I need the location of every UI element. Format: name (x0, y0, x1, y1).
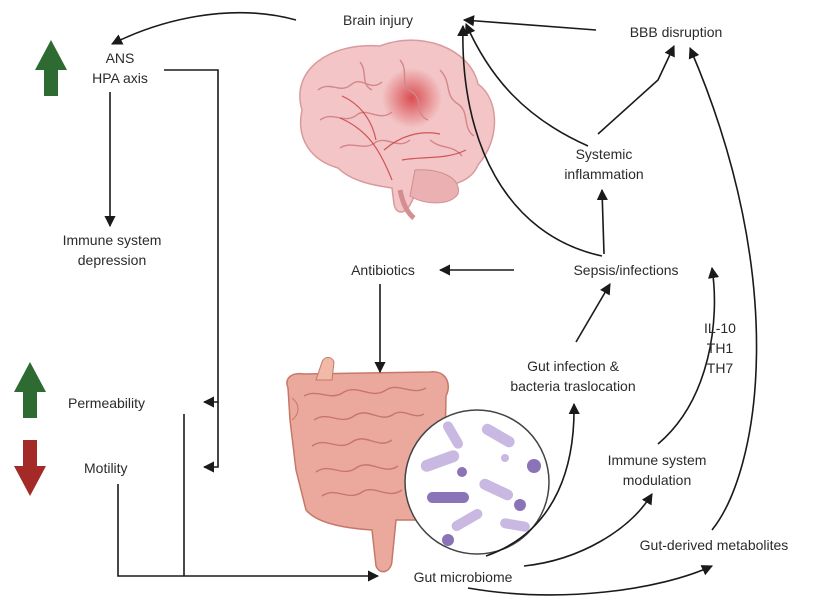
arrow-inflammation-to-bbb (597, 44, 675, 135)
arrow-gut-infection-to-sepsis (575, 283, 611, 343)
bbb-disruption-label: BBB disruption (629, 24, 723, 40)
immune-depression-label: Immune system depression (48, 230, 176, 270)
ans-hpa-label: ANS HPA axis (80, 48, 160, 88)
microbiome-magnifier-illustration (404, 409, 550, 555)
arrow-sepsis-to-brain (457, 24, 603, 257)
permeability-increase-arrow-icon (14, 362, 46, 418)
brain-illustration (299, 39, 496, 220)
th7-label: TH7 (706, 360, 734, 376)
arrow-motility-to-microbiome (117, 484, 380, 582)
arrow-brain-to-ans (110, 11, 297, 45)
systemic-inflammation-label: Systemic inflammation (548, 144, 660, 184)
il10-label: IL-10 (704, 320, 736, 336)
arrow-sepsis-to-inflammation (596, 188, 608, 255)
sepsis-infections-label: Sepsis/infections (573, 262, 679, 278)
ans-increase-arrow-icon (35, 40, 67, 96)
th1-label: TH1 (706, 340, 734, 356)
gut-infection-line-2: bacteria traslocation (510, 378, 636, 394)
arrow-hpa-to-motility (202, 402, 219, 473)
immune-modulation-line-2: modulation (622, 472, 692, 488)
systemic-inflammation-line-2: inflammation (564, 166, 644, 182)
immune-modulation-line-1: Immune system (607, 452, 707, 468)
arrow-inflammation-to-brain (464, 22, 589, 147)
gut-infection-label: Gut infection & bacteria traslocation (494, 356, 652, 396)
arrow-hpa-to-permeability (164, 69, 219, 408)
motility-label: Motility (84, 460, 128, 476)
immune-modulation-label: Immune system modulation (592, 450, 722, 490)
arrow-bbb-to-brain (462, 15, 597, 31)
immune-depression-line-1: Immune system (62, 232, 162, 248)
arrow-microbiome-to-metabolites (467, 565, 714, 596)
arrow-immune-modulation-to-sepsis (657, 266, 720, 445)
arrow-metabolites-to-bbb (688, 46, 758, 531)
motility-decrease-arrow-icon (14, 440, 46, 496)
permeability-label: Permeability (68, 395, 146, 411)
arrow-microbiome-to-gut-infection (485, 402, 580, 557)
gut-metabolites-label: Gut-derived metabolites (639, 537, 789, 553)
hpa-axis-label: HPA axis (92, 70, 148, 86)
ans-label: ANS (105, 50, 135, 66)
arrow-microbiome-to-immune-modulation (523, 493, 653, 567)
immune-depression-line-2: depression (77, 252, 147, 268)
antibiotics-label: Antibiotics (351, 262, 415, 278)
gut-microbiome-label: Gut microbiome (413, 569, 513, 585)
cytokines-label: IL-10 TH1 TH7 (690, 318, 750, 378)
systemic-inflammation-line-1: Systemic (575, 146, 633, 162)
brain-injury-label: Brain injury (342, 12, 414, 28)
gut-infection-line-1: Gut infection & (527, 358, 619, 374)
